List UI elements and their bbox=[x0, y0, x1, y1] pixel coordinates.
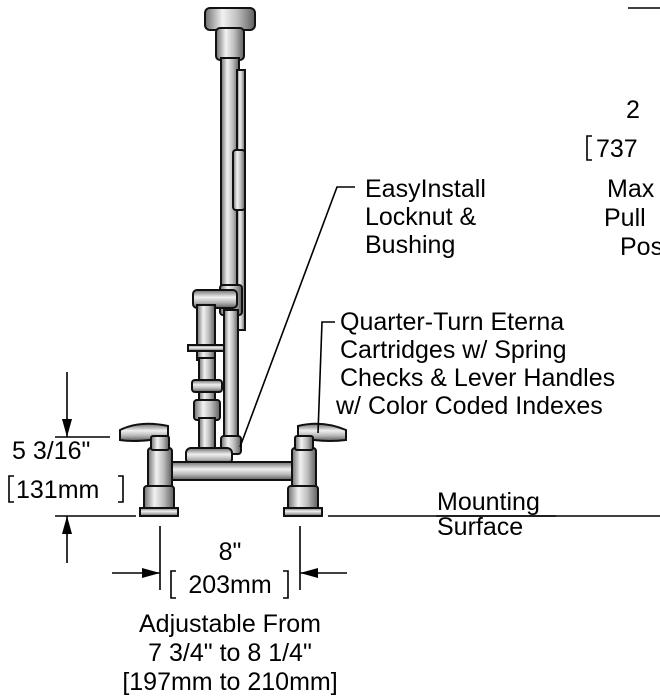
mounting-line-2: Surface bbox=[437, 513, 523, 541]
width-labels: 8" 203mm Adjustable From 7 3/4" to 8 1/4… bbox=[122, 538, 337, 696]
cropped-text-4: Pull bbox=[604, 204, 646, 232]
cropped-right-labels: 2 737 Max Pull Pos bbox=[586, 96, 660, 261]
faucet-body bbox=[159, 461, 311, 481]
cartridges-line-3: Checks & Lever Handles bbox=[340, 364, 615, 392]
faucet-illustration bbox=[119, 7, 347, 517]
height-inches: 5 3/16" bbox=[12, 437, 90, 465]
cropped-text-2: 737 bbox=[596, 135, 638, 163]
cartridges-line-2: Cartridges w/ Spring bbox=[340, 336, 566, 364]
width-millimeters: 203mm bbox=[188, 571, 271, 599]
locknut-line-3: Bushing bbox=[365, 231, 455, 259]
leader-lines bbox=[239, 7, 660, 517]
width-inches: 8" bbox=[219, 538, 242, 566]
cropped-text-5: Pos bbox=[620, 233, 660, 261]
cropped-text-1: 2 bbox=[626, 96, 640, 124]
adjustable-line-2: 7 3/4" to 8 1/4" bbox=[148, 639, 312, 667]
cartridges-line-4: w/ Color Coded Indexes bbox=[335, 392, 603, 420]
callout-locknut: EasyInstall Locknut & Bushing bbox=[365, 175, 486, 259]
spray-head bbox=[204, 7, 256, 31]
cropped-text-3: Max bbox=[607, 175, 655, 203]
locknut-line-2: Locknut & bbox=[365, 203, 477, 231]
adjustable-line-1: Adjustable From bbox=[139, 610, 321, 638]
locknut-line-1: EasyInstall bbox=[365, 175, 486, 203]
callout-mounting: Mounting Surface bbox=[437, 488, 540, 541]
width-dimension bbox=[112, 526, 347, 599]
callout-cartridges: Quarter-Turn Eterna Cartridges w/ Spring… bbox=[335, 308, 615, 420]
adjustable-line-3: [197mm to 210mm] bbox=[122, 668, 337, 696]
height-dimension bbox=[8, 372, 136, 563]
height-millimeters: 131mm bbox=[16, 476, 99, 504]
cartridges-line-1: Quarter-Turn Eterna bbox=[340, 308, 564, 336]
height-labels: 5 3/16" 131mm bbox=[12, 437, 99, 504]
mounting-line-1: Mounting bbox=[437, 488, 540, 516]
